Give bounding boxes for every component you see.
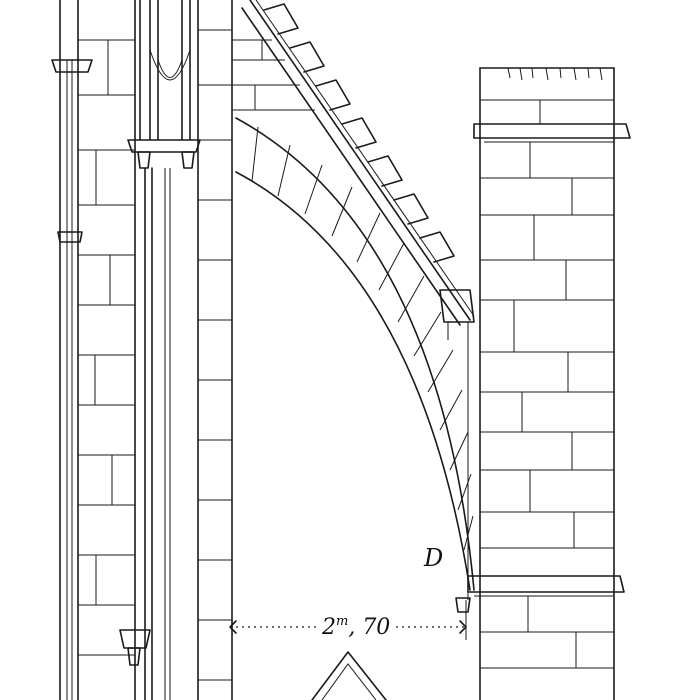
pier-masonry [198,29,232,681]
buttress-pier [455,67,631,700]
lower-gable [311,651,387,700]
upper-wall-masonry [232,39,315,111]
pier-courses [480,99,614,669]
dimension-line [229,600,467,640]
flying-buttress-arch [235,117,475,591]
left-masonry [78,39,135,656]
dimension-rest: , 70 [348,615,390,640]
buttress-coping [241,0,475,600]
dimension-superscript: m [336,614,348,629]
clerestory-pier [119,0,233,700]
dimension-main: 2 [321,615,336,640]
dimension-label: 2m, 70 [321,614,390,640]
left-wall [51,0,135,700]
point-label-d: D [423,544,443,572]
